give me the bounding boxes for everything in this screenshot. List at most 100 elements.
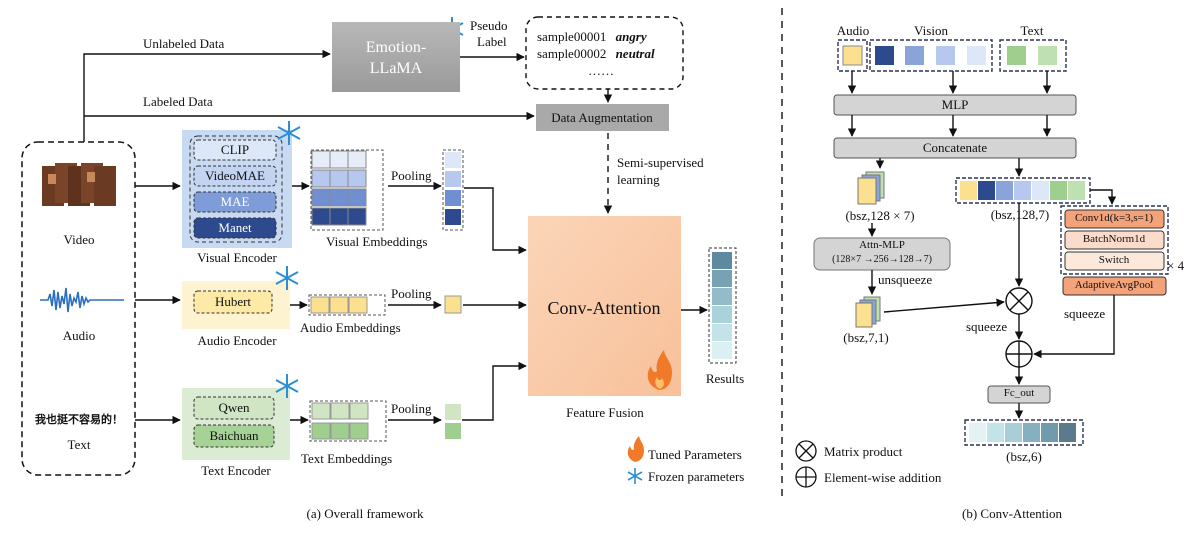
- shape-out-label: (bsz,6): [1006, 449, 1042, 464]
- text-label: Text: [67, 437, 91, 452]
- baichuan-label: Baichuan: [209, 428, 259, 443]
- switch-box: [1064, 251, 1165, 271]
- sample-label: angry: [615, 29, 647, 44]
- hubert-model-box: [193, 290, 273, 314]
- pooling-label: Pooling: [391, 286, 432, 301]
- unsqueeze-label: unsqueeze: [878, 272, 933, 287]
- switch-label: Switch: [1098, 254, 1130, 266]
- data-augmentation-box: [536, 104, 669, 131]
- snowflake-icon: [275, 374, 299, 398]
- manet-model-box: [193, 217, 277, 239]
- audio-waveform-icon: [40, 287, 124, 313]
- shape-b-label: (bsz,128,7): [990, 207, 1050, 222]
- samples-ellipsis: ……: [588, 63, 614, 78]
- qwen-label: Qwen: [218, 400, 250, 415]
- snowflake-icon: [627, 468, 643, 484]
- audio-embeddings-label: Audio Embeddings: [300, 320, 401, 335]
- left-caption: (a) Overall framework: [306, 506, 424, 521]
- text-pooled-vector: [445, 404, 461, 439]
- results-label: Results: [705, 371, 745, 386]
- batchnorm-box: [1064, 230, 1165, 250]
- matrix-product-icon: [1005, 287, 1033, 315]
- pooling-label: Pooling: [391, 168, 432, 183]
- audio-embeddings-row: [308, 294, 386, 316]
- qwen-model-box: [193, 396, 275, 420]
- flame-icon: [627, 436, 644, 462]
- feature-fusion-label: Feature Fusion: [566, 405, 644, 420]
- tensor-stack-icon: [857, 171, 885, 205]
- conv1d-label: Conv1d(k=3,s=1): [1074, 212, 1154, 224]
- mae-label: MAE: [220, 194, 250, 209]
- video-frames-icon: [42, 163, 116, 206]
- pseudo-label-text-1: Pseudo: [470, 18, 508, 33]
- legend-frozen-label: Frozen parameters: [648, 469, 745, 484]
- clip-label: CLIP: [220, 142, 250, 157]
- emotion-llama-title-1: Emotion-: [365, 39, 427, 56]
- text-encoder-label: Text Encoder: [201, 463, 271, 478]
- text-modality-label: Text: [1020, 23, 1044, 38]
- unlabeled-data-label: Unlabeled Data: [143, 36, 225, 51]
- video-label: Video: [63, 232, 95, 247]
- labeled-data-label: Labeled Data: [143, 94, 213, 109]
- pooling-label: Pooling: [391, 401, 432, 416]
- mlp-label: MLP: [941, 97, 969, 112]
- elementwise-add-icon: [1005, 340, 1033, 368]
- input-group-box: [21, 141, 136, 476]
- visual-pooled-vector: [442, 149, 464, 231]
- data-augmentation-label: Data Augmentation: [551, 110, 653, 125]
- fc-out-label: Fc_out: [1003, 387, 1035, 399]
- sample-id: sample00001: [537, 29, 607, 44]
- batchnorm-label: BatchNorm1d: [1082, 233, 1146, 245]
- results-vector: [708, 247, 737, 364]
- sample-id: sample00002: [537, 46, 607, 61]
- sample-label: neutral: [615, 46, 655, 61]
- emotion-llama-title-2: LLaMA: [369, 60, 423, 77]
- output-token-row: [964, 419, 1084, 446]
- visual-encoder-label: Visual Encoder: [197, 250, 277, 265]
- pseudo-label-text-2: Label: [477, 34, 507, 49]
- adaptive-avgpool-label: AdaptiveAvgPool: [1074, 279, 1154, 291]
- snowflake-icon: [275, 266, 299, 290]
- vision-token-group: [869, 39, 993, 72]
- squeeze-left-label: squeeze: [966, 319, 1008, 334]
- attn-mlp-dims: (128×7 →256→128→7): [832, 254, 932, 265]
- concatenate-label: Concatenate: [922, 140, 988, 155]
- sample-row: sample00001 angry: [537, 29, 647, 44]
- elementwise-add-icon: [795, 466, 817, 488]
- right-caption: (b) Conv-Attention: [961, 506, 1063, 521]
- mae-model-box: [193, 191, 277, 213]
- semi-supervised-label-1: Semi-supervised: [617, 155, 704, 170]
- semi-supervised-label-2: learning: [617, 172, 660, 187]
- hubert-label: Hubert: [214, 294, 252, 309]
- concat-token-row: [955, 177, 1091, 204]
- clip-model-box: [193, 139, 277, 161]
- conv1d-box: [1064, 209, 1165, 229]
- videomae-label: VideoMAE: [205, 168, 265, 183]
- visual-embeddings-label: Visual Embeddings: [326, 234, 428, 249]
- vision-modality-label: Vision: [914, 23, 948, 38]
- audio-encoder-label: Audio Encoder: [197, 333, 277, 348]
- pseudo-label-box: [525, 16, 684, 90]
- concatenate-box: [833, 137, 1077, 159]
- conv-stack-group: [1060, 205, 1169, 275]
- legend-elementwise-add-label: Element-wise addition: [824, 470, 942, 485]
- shape-a-label: (bsz,128 × 7): [845, 208, 915, 223]
- conv-attention-box: [528, 216, 681, 396]
- mlp-box: [833, 94, 1077, 116]
- visual-embeddings-grid: [310, 149, 384, 231]
- flame-icon: [647, 350, 672, 390]
- snowflake-icon: [277, 121, 301, 145]
- attn-mlp-title: Attn-MLP: [859, 239, 905, 251]
- text-sample: 我也挺不容易的！: [35, 413, 123, 426]
- repeat-label: × 4: [1167, 258, 1185, 273]
- audio-modality-label: Audio: [836, 23, 870, 38]
- text-embeddings-grid: [309, 400, 387, 442]
- legend-matrix-product-label: Matrix product: [824, 444, 903, 459]
- text-embeddings-label: Text Embeddings: [301, 451, 393, 466]
- emotion-llama-box: [332, 22, 460, 92]
- shape-c-label: (bsz,7,1): [843, 330, 889, 345]
- matrix-product-icon: [795, 440, 817, 462]
- baichuan-model-box: [193, 424, 275, 448]
- squeeze-right-label: squeeze: [1064, 306, 1106, 321]
